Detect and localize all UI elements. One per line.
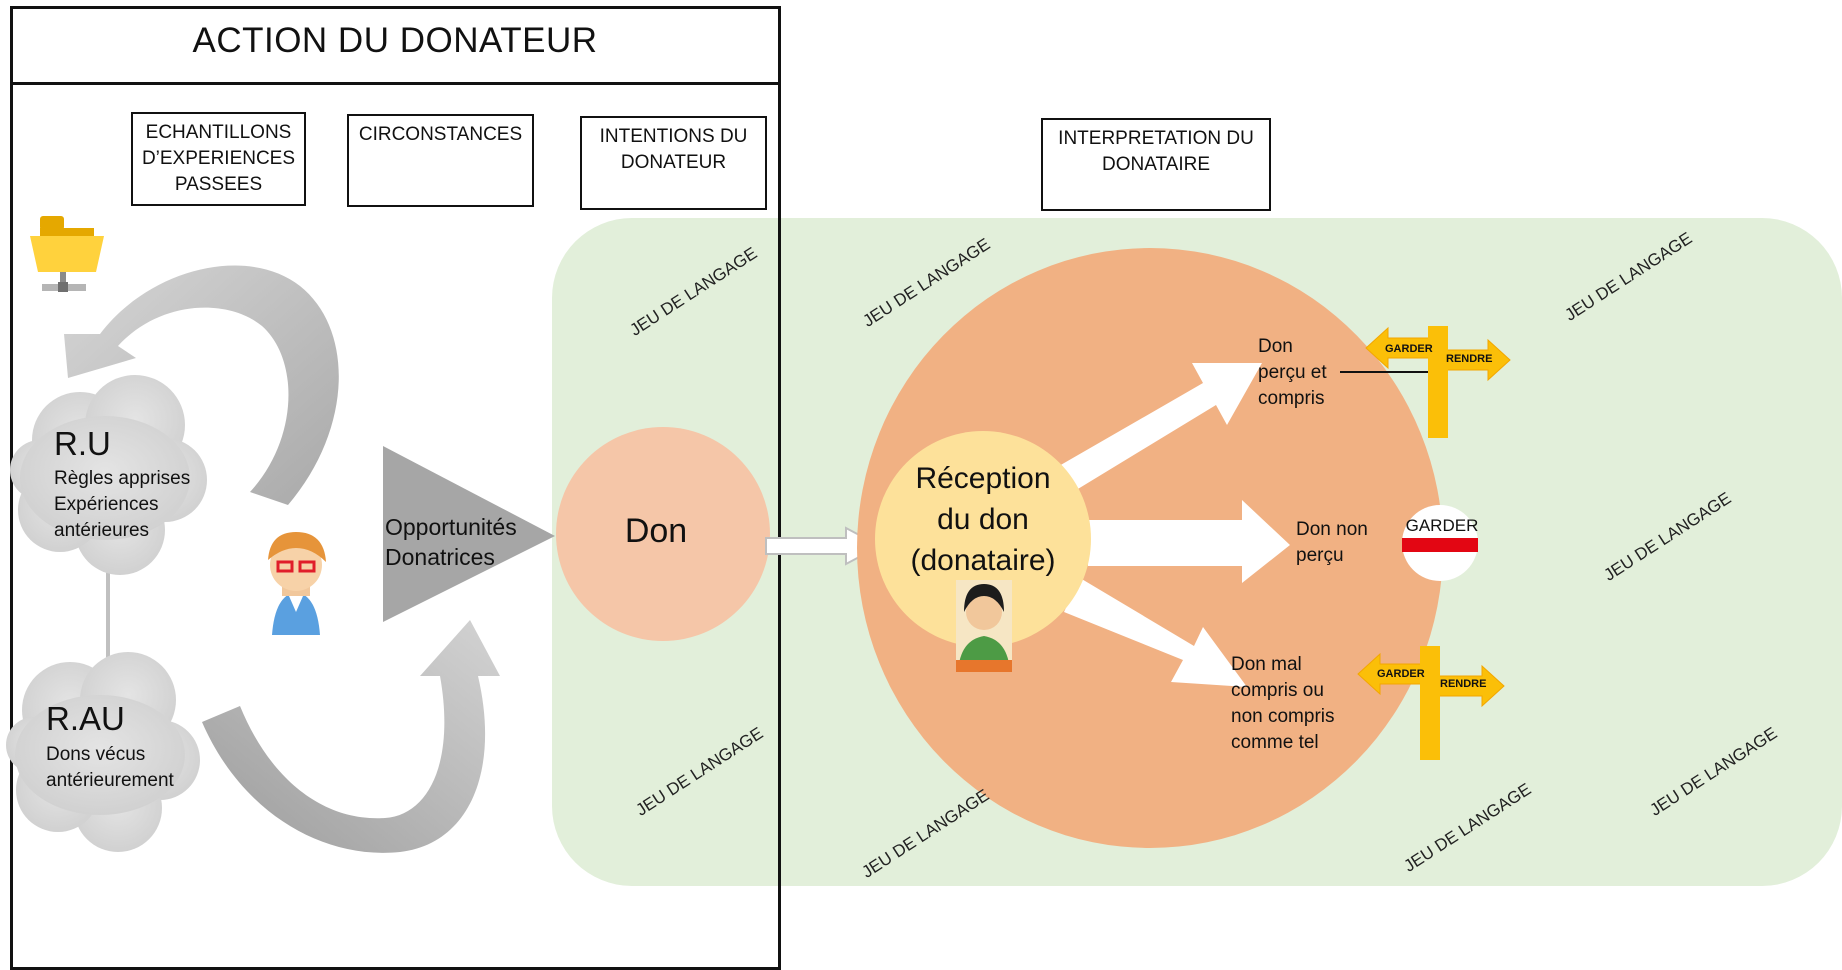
person-avatar-icon xyxy=(956,580,1012,672)
donor-title-divider xyxy=(10,82,781,85)
signpost-top-right-label: RENDRE xyxy=(1446,353,1493,365)
cycle-arrow-top xyxy=(64,265,339,505)
folder-network-icon xyxy=(30,216,104,292)
don-label: Don xyxy=(624,512,688,550)
arrow-to-non-percu xyxy=(1088,500,1290,583)
signpost-bottom xyxy=(1357,646,1505,760)
ru-title: R.U xyxy=(54,425,111,462)
outcome-non-percu: Don non perçu xyxy=(1296,519,1368,566)
ru-text: Règles apprises Expériences antérieures xyxy=(54,468,191,541)
person-with-glasses-icon xyxy=(268,532,326,635)
cloud-ru xyxy=(10,375,207,575)
signpost-bottom-right-label: RENDRE xyxy=(1440,678,1487,690)
arrow-to-mal-compris xyxy=(1064,578,1247,687)
opportunity-triangle xyxy=(383,446,555,622)
don-circle xyxy=(556,427,770,641)
garder-round-sign xyxy=(1402,505,1478,581)
donor-intentions-box: INTENTIONS DU DONATEUR xyxy=(580,116,767,210)
arrow-to-compris xyxy=(1052,363,1262,495)
opportunites-label: Opportunités Donatrices xyxy=(385,514,517,570)
signpost-top xyxy=(1365,326,1511,438)
reception-circle xyxy=(875,431,1091,647)
rau-title: R.AU xyxy=(46,700,125,737)
outcome-mal-compris: Don mal compris ou non compris comme tel xyxy=(1231,654,1335,753)
garder-round-label: GARDER xyxy=(1405,516,1479,535)
signpost-bottom-left-label: GARDER xyxy=(1377,668,1425,680)
signpost-top-left-label: GARDER xyxy=(1385,343,1433,355)
cycle-arrow-bottom xyxy=(202,620,500,853)
cloud-rau xyxy=(6,652,200,852)
recipient-interpretation-box: INTERPRETATION DU DONATAIRE xyxy=(1041,118,1271,211)
circumstances-box: CIRCONSTANCES xyxy=(347,114,534,207)
donor-action-frame xyxy=(10,6,781,970)
donor-action-title: ACTION DU DONATEUR xyxy=(192,21,598,60)
past-experiences-box: ECHANTILLONS D’EXPERIENCES PASSEES xyxy=(131,112,306,206)
reception-label: Réception du don (donataire) xyxy=(910,462,1056,577)
outcome-compris: Don perçu et compris xyxy=(1258,336,1327,409)
rau-text: Dons vécus antérieurement xyxy=(46,744,174,791)
